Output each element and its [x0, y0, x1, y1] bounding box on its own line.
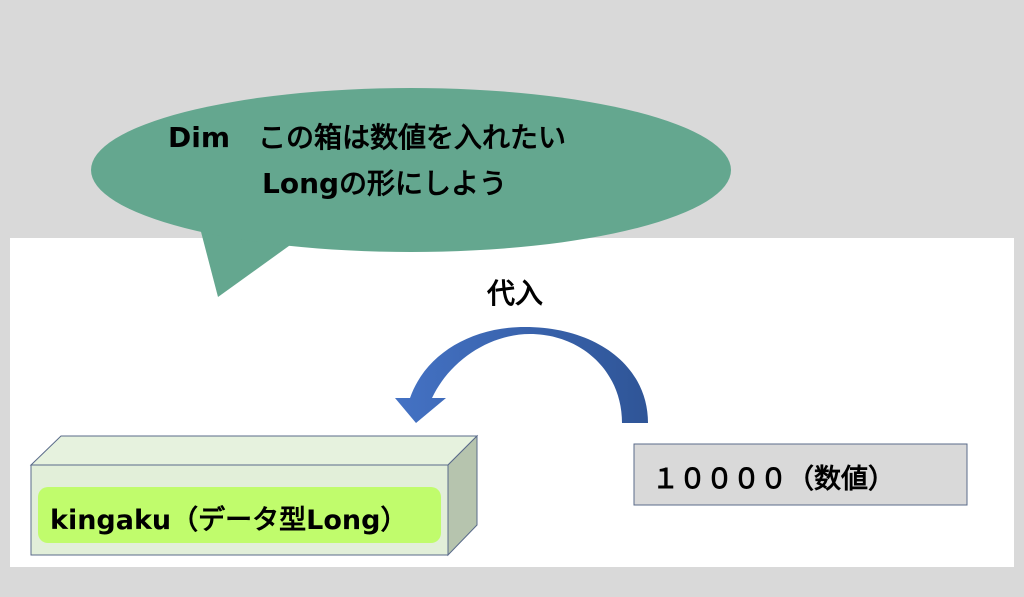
variable-label: kingaku（データ型Long） [50, 505, 408, 536]
curved-arrow-icon [395, 327, 648, 423]
assign-label: 代入 [487, 277, 544, 310]
speech-bubble [91, 88, 731, 297]
bubble-line-2: Longの形にしよう [262, 167, 508, 200]
value-box [633, 443, 968, 506]
bubble-line-1: Dim この箱は数値を入れたい [168, 121, 567, 154]
value-label: １００００（数値） [652, 464, 895, 495]
variable-label-bg [38, 487, 441, 543]
